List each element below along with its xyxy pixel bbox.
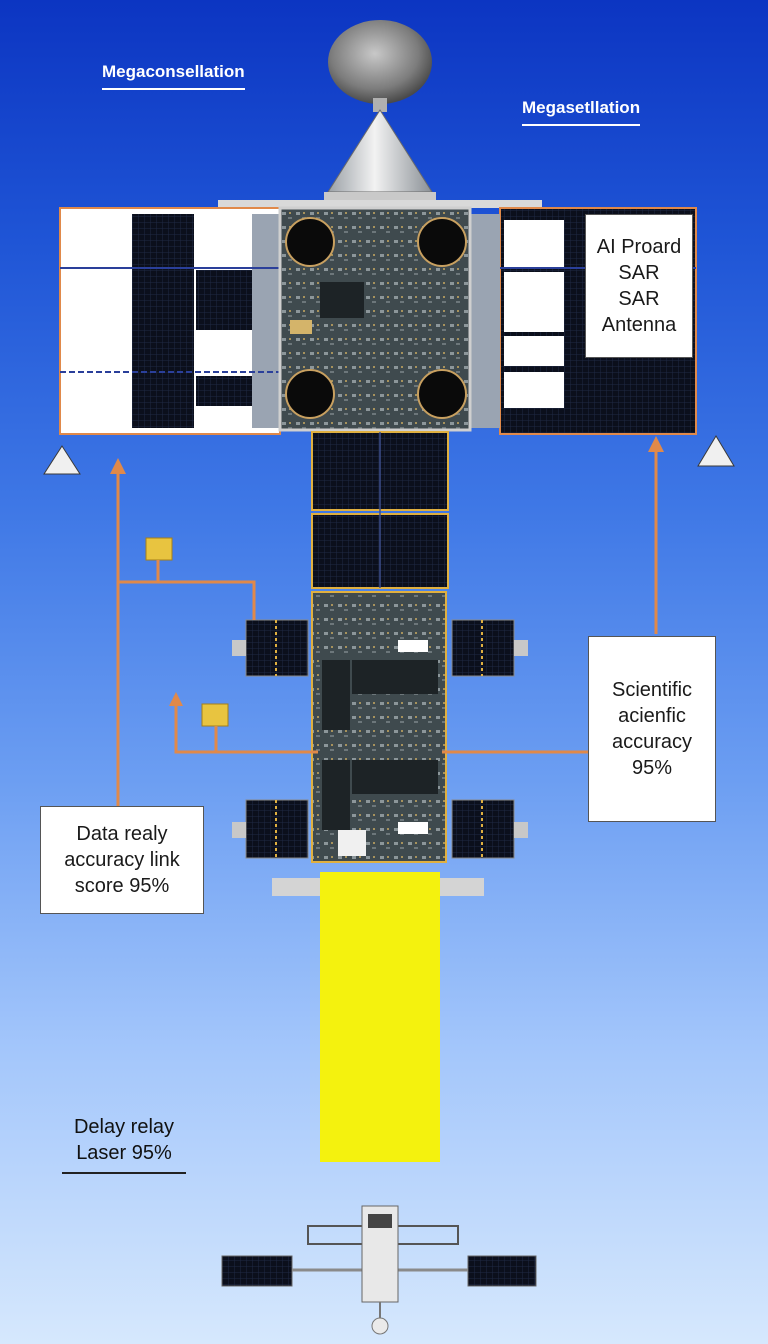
callout-science-line: Scientific [611, 679, 693, 701]
callout-relay-line: Data realy [76, 823, 168, 845]
satellite-bus [278, 206, 472, 432]
laser-beam [320, 872, 440, 1162]
callout-antenna-line: AI Proard [596, 236, 682, 258]
connector-lines [116, 448, 658, 806]
title-left: Megaconsellation [102, 62, 245, 90]
callout-antenna-line: Antenna [601, 314, 677, 336]
callout-relay-line: accuracy link [64, 849, 180, 871]
chip-icon [145, 537, 229, 727]
laser-label-line: Delay relay [73, 1116, 175, 1138]
solar-column [311, 431, 449, 589]
title-right: Megasetllation [522, 98, 641, 126]
callout-science-line: 95% [631, 757, 673, 779]
electronics-module [311, 591, 447, 863]
callout-relay: Data realy accuracy link score 95% [40, 806, 204, 914]
callout-antenna: AI Proard SAR SAR Antenna [585, 214, 693, 358]
callout-science-line: accuracy [611, 731, 693, 753]
arrowhead-icon [110, 436, 664, 706]
callout-science: Scientific acienfic accuracy 95% [588, 636, 716, 822]
callout-science-line: acienfic [618, 705, 686, 727]
small-satellite-icon [221, 1205, 537, 1335]
laser-label-line: Laser 95% [76, 1142, 172, 1164]
callout-relay-line: score 95% [74, 875, 170, 897]
callout-antenna-line: SAR [618, 262, 660, 284]
left-solar-panel [59, 207, 281, 435]
callout-antenna-line: SAR [618, 288, 660, 310]
laser-label: Delay relay Laser 95% [62, 1114, 186, 1174]
dish-antenna-icon [218, 20, 542, 208]
ground-marker-icon [43, 435, 735, 475]
